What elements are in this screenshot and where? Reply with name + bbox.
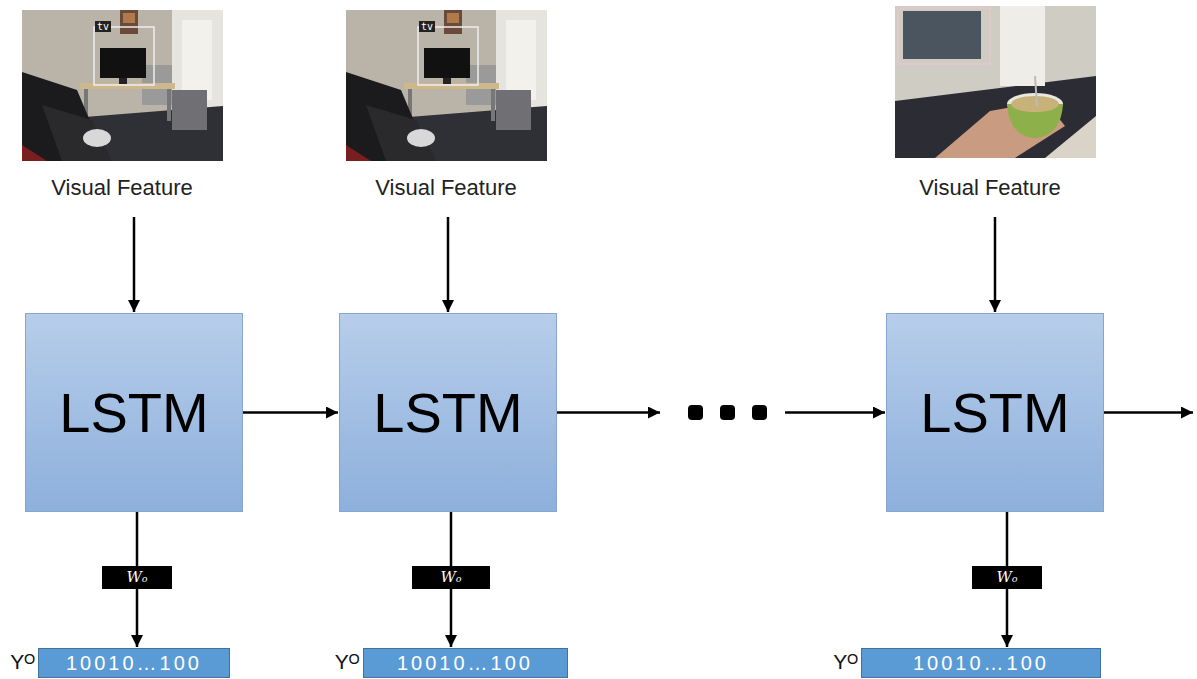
connector-line	[450, 512, 453, 566]
input-label: Visual Feature	[919, 175, 1060, 201]
drawn-shape	[752, 405, 767, 420]
connector	[1007, 512, 1008, 566]
output-symbol: Yᴼ	[10, 650, 35, 674]
output-vector: Yᴼ10010…100	[861, 648, 1101, 678]
object-tag: tv	[95, 21, 111, 32]
node-text: LSTM	[59, 382, 208, 444]
lstm-cell: LSTM	[25, 313, 243, 512]
drawn-shape	[133, 217, 136, 312]
ellipsis-dots	[688, 405, 767, 420]
node-text: Wₒ	[126, 569, 147, 586]
connector	[1007, 589, 1008, 647]
connector-line	[557, 411, 660, 414]
connector-line	[136, 589, 139, 647]
connector	[137, 589, 138, 647]
connector	[243, 412, 338, 413]
node-text: LSTM	[920, 382, 1069, 444]
connector	[557, 412, 885, 413]
room-photo	[346, 10, 547, 161]
room-photo	[22, 10, 223, 161]
input-label: Visual Feature	[375, 175, 516, 201]
drawn-shape	[895, 6, 1096, 101]
drawn-shape	[903, 11, 981, 59]
connector	[451, 512, 452, 566]
node-text: 10010…100	[397, 652, 533, 674]
weight-box: Wₒ	[102, 566, 172, 589]
node-text: 10010…100	[66, 652, 202, 674]
output-symbol: Yᴼ	[335, 650, 360, 674]
drawn-shape	[22, 10, 223, 161]
weight-box: Wₒ	[412, 566, 490, 589]
input-label: Visual Feature	[51, 175, 192, 201]
object-tag: tv	[419, 21, 435, 32]
drawn-shape	[1011, 96, 1059, 112]
drawn-shape	[1104, 411, 1193, 414]
node-text: 10010…100	[913, 652, 1049, 674]
drawn-shape	[895, 6, 1096, 158]
output-symbol: Yᴼ	[833, 650, 858, 674]
lstm-cell: LSTM	[886, 313, 1104, 512]
connector-line	[785, 411, 885, 414]
connector	[451, 589, 452, 647]
weight-box: Wₒ	[972, 566, 1042, 589]
drawn-shape	[346, 10, 547, 161]
output-vector: Yᴼ10010…100	[38, 648, 230, 678]
node-text: Wₒ	[996, 569, 1017, 586]
drawn-shape	[994, 217, 997, 312]
drawn-shape	[898, 8, 990, 64]
connector-line	[450, 589, 453, 647]
cup-photo	[895, 6, 1096, 158]
drawn-shape	[720, 405, 735, 420]
connector-line	[243, 411, 338, 414]
drawn-shape	[447, 217, 450, 312]
connector-line	[1006, 512, 1009, 566]
lstm-cell: LSTM	[339, 313, 557, 512]
connector-line	[136, 512, 139, 566]
connector	[137, 512, 138, 566]
output-vector: Yᴼ10010…100	[363, 648, 568, 678]
node-text: LSTM	[373, 382, 522, 444]
drawn-shape	[1000, 6, 1045, 86]
drawn-shape	[1035, 76, 1037, 106]
drawn-shape	[688, 405, 703, 420]
connector-line	[1006, 589, 1009, 647]
node-text: Wₒ	[440, 569, 461, 586]
